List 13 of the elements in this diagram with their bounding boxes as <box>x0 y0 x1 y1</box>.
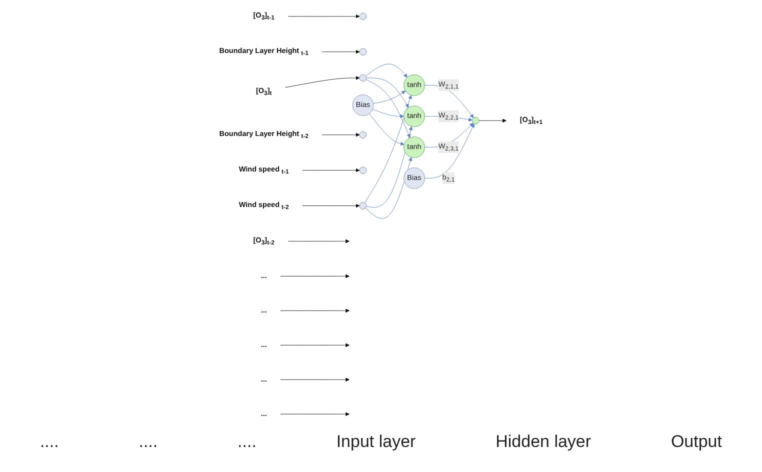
input-neuron <box>359 131 367 138</box>
input-neuron <box>359 202 367 210</box>
layer-label: .... <box>238 432 256 452</box>
input-neuron <box>359 48 367 56</box>
input-neuron <box>359 12 367 20</box>
output-neuron <box>472 117 480 124</box>
layer-label: .... <box>138 432 158 452</box>
layer-label: .... <box>40 432 59 452</box>
layer-label: Hidden layer <box>496 432 592 452</box>
input-neuron <box>359 166 367 174</box>
layer-label: Input layer <box>336 432 416 452</box>
input-neuron <box>359 74 367 82</box>
layer-label: Output <box>670 432 722 452</box>
